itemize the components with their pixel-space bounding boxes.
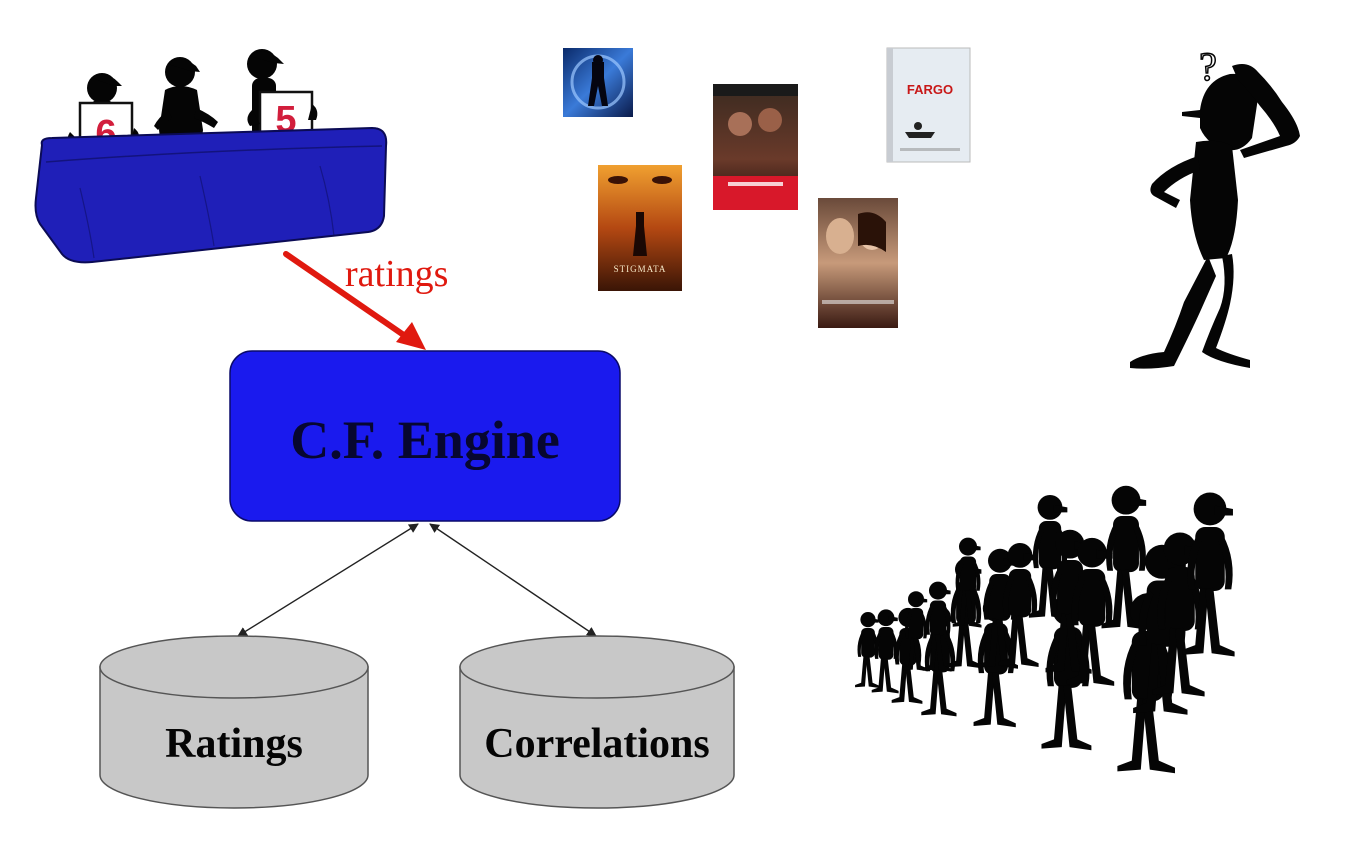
crowd-person-15 <box>1066 537 1115 686</box>
poster-romance <box>818 198 898 328</box>
poster-fargo: FARGO <box>886 47 971 163</box>
crowd-person-8 <box>952 537 982 628</box>
connector-engine-correlations <box>429 523 597 637</box>
crowd-person-6 <box>922 581 952 672</box>
thinking-question-mark: ? <box>1199 44 1217 89</box>
ratings-database: Ratings <box>99 635 369 809</box>
poster-stigmata-title: STIGMATA <box>614 264 667 274</box>
crowd-person-4 <box>902 591 928 672</box>
poster-stigmata: STIGMATA <box>598 165 682 291</box>
crowd-person-20 <box>1182 492 1235 657</box>
cf-engine: C.F. Engine <box>229 350 621 522</box>
ratings-arrow: ratings <box>283 251 448 350</box>
crowd-person-12 <box>1028 494 1069 619</box>
cf-engine-label: C.F. Engine <box>290 410 560 470</box>
movie-posters: FARGO STIGMATA <box>563 47 971 328</box>
poster-blue-scifi <box>563 48 633 117</box>
crowd-person-16 <box>1101 485 1148 630</box>
connector-engine-ratings <box>237 523 419 637</box>
judges-table <box>34 126 388 264</box>
correlations-database-label: Correlations <box>484 721 710 767</box>
crowd-person-2 <box>871 609 899 694</box>
correlations-database: Correlations <box>459 635 735 809</box>
judges-illustration: 6 5 <box>34 49 388 264</box>
poster-crime-drama <box>713 84 798 210</box>
engine-db-connectors <box>237 523 597 637</box>
ratings-database-label: Ratings <box>165 721 303 767</box>
thinking-person-figure: ? <box>1130 43 1300 369</box>
crowd-of-people <box>855 485 1235 774</box>
poster-fargo-title: FARGO <box>907 82 953 97</box>
ratings-arrow-label: ratings <box>345 253 448 295</box>
